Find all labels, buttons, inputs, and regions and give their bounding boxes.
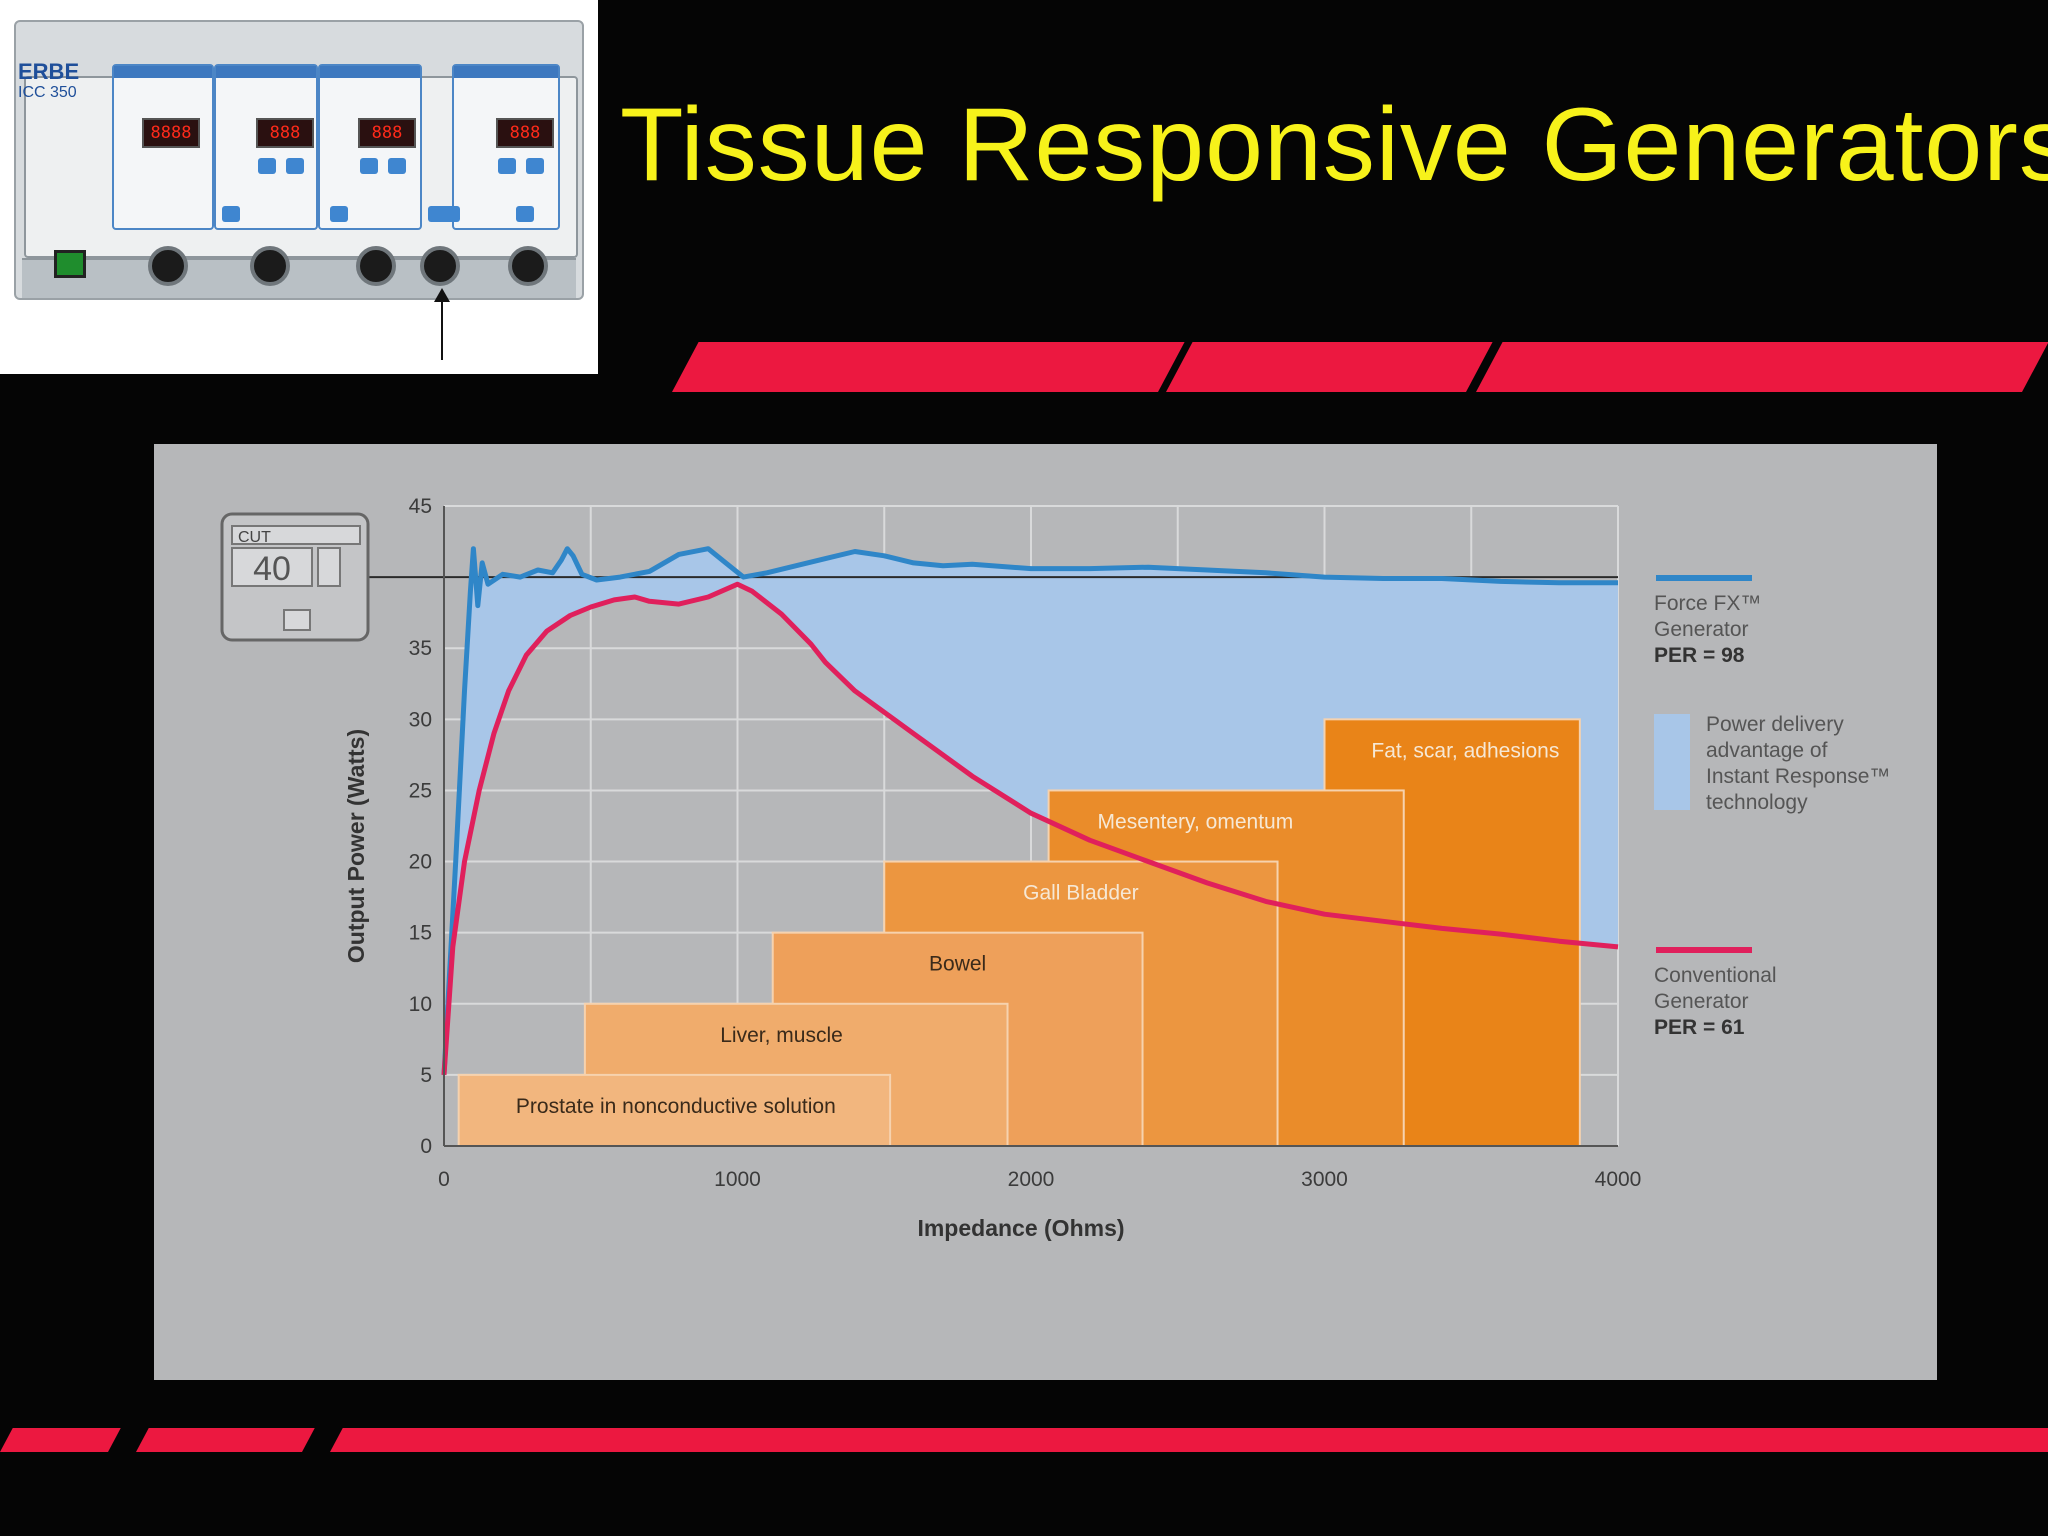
device-display-4: 888: [496, 118, 554, 148]
x-tick-label: 3000: [1301, 1168, 1348, 1191]
device-button: [428, 206, 460, 222]
legend-per: PER = 98: [1654, 644, 1745, 667]
decorative-stripe: [672, 342, 1185, 392]
arrow-head-icon: [434, 288, 450, 302]
device-socket-strip: [22, 258, 576, 298]
device-button: [258, 158, 276, 174]
inset-value: 40: [253, 550, 291, 588]
legend-name: Force FX™: [1654, 592, 1761, 615]
x-tick-label: 1000: [714, 1168, 761, 1191]
device-button: [360, 158, 378, 174]
y-tick-label: 5: [420, 1064, 432, 1087]
tissue-region-label: Prostate in nonconductive solution: [516, 1095, 836, 1118]
slide-title: Tissue Responsive Generators: [620, 87, 2048, 203]
cut-setting-inset: CUT 40: [220, 512, 370, 642]
tissue-region-label: Gall Bladder: [1023, 882, 1139, 905]
device-button: [222, 206, 240, 222]
legend-advantage-label: advantage of: [1706, 739, 1828, 762]
device-button: [286, 158, 304, 174]
legend-advantage-label: technology: [1706, 791, 1808, 814]
y-tick-label: 25: [409, 779, 432, 802]
decorative-stripe: [1166, 342, 1493, 392]
device-photo: ERBE ICC 350 8888 888 888 888: [0, 0, 598, 374]
x-axis-title: Impedance (Ohms): [917, 1215, 1124, 1241]
arrow-line: [441, 298, 443, 360]
y-tick-label: 10: [409, 993, 432, 1016]
inset-label-box: [231, 525, 361, 545]
device-display-1: 8888: [142, 118, 200, 148]
tissue-region-label: Mesentery, omentum: [1098, 810, 1294, 833]
device-button: [330, 206, 348, 222]
tissue-region-5: [457, 1073, 892, 1148]
legend-name: Generator: [1654, 618, 1749, 641]
x-tick-label: 4000: [1595, 1168, 1642, 1191]
device-display-2: 888: [256, 118, 314, 148]
y-tick-label: 35: [409, 637, 432, 660]
series-lines: [441, 546, 1619, 1076]
device-button: [498, 158, 516, 174]
x-tick-label: 0: [438, 1168, 450, 1191]
legend-name: Conventional: [1654, 964, 1777, 987]
decorative-stripe: [330, 1428, 2048, 1452]
inset-mode-icon: [283, 609, 311, 631]
legend-per: PER = 61: [1654, 1016, 1745, 1039]
device-socket: [148, 246, 188, 286]
axes: 0 1000 2000 3000 4000 0 5 10 15 20 25 30 35 45: [409, 495, 1642, 1191]
inset-up-down-icon: [317, 547, 341, 587]
device-button: [526, 158, 544, 174]
legend-advantage-label: Instant Response™: [1706, 765, 1890, 788]
device-model: ICC 350: [18, 84, 77, 101]
y-tick-label: 30: [409, 708, 432, 731]
device-button: [388, 158, 406, 174]
power-switch: [54, 250, 86, 278]
device-socket: [508, 246, 548, 286]
device-socket: [356, 246, 396, 286]
tissue-region-label: Bowel: [929, 953, 986, 976]
tissue-region-label: Liver, muscle: [720, 1024, 843, 1047]
legend-advantage-label: Power delivery: [1706, 713, 1844, 736]
device-button: [516, 206, 534, 222]
legend-swatch-advantage: [1654, 714, 1690, 810]
inset-label: CUT: [238, 529, 271, 546]
series-line-force_fx: [441, 546, 1618, 1076]
y-tick-label: 0: [420, 1135, 432, 1158]
y-tick-label: 20: [409, 851, 432, 874]
inset-value-box: [231, 547, 313, 587]
series-line-conventional: [441, 581, 1619, 1076]
decorative-stripe: [1476, 342, 2048, 392]
decorative-stripe: [136, 1428, 315, 1452]
y-tick-label: 45: [409, 495, 432, 518]
device-socket: [250, 246, 290, 286]
y-axis-title: Output Power (Watts): [343, 729, 369, 963]
device-brand: ERBE: [18, 59, 80, 84]
x-tick-label: 2000: [1008, 1168, 1055, 1191]
decorative-stripe: [0, 1428, 121, 1452]
legend-name: Generator: [1654, 990, 1749, 1013]
tissue-region-label: Fat, scar, adhesions: [1371, 739, 1559, 762]
device-socket: [420, 246, 460, 286]
device-display-3: 888: [358, 118, 416, 148]
y-tick-label: 15: [409, 922, 432, 945]
